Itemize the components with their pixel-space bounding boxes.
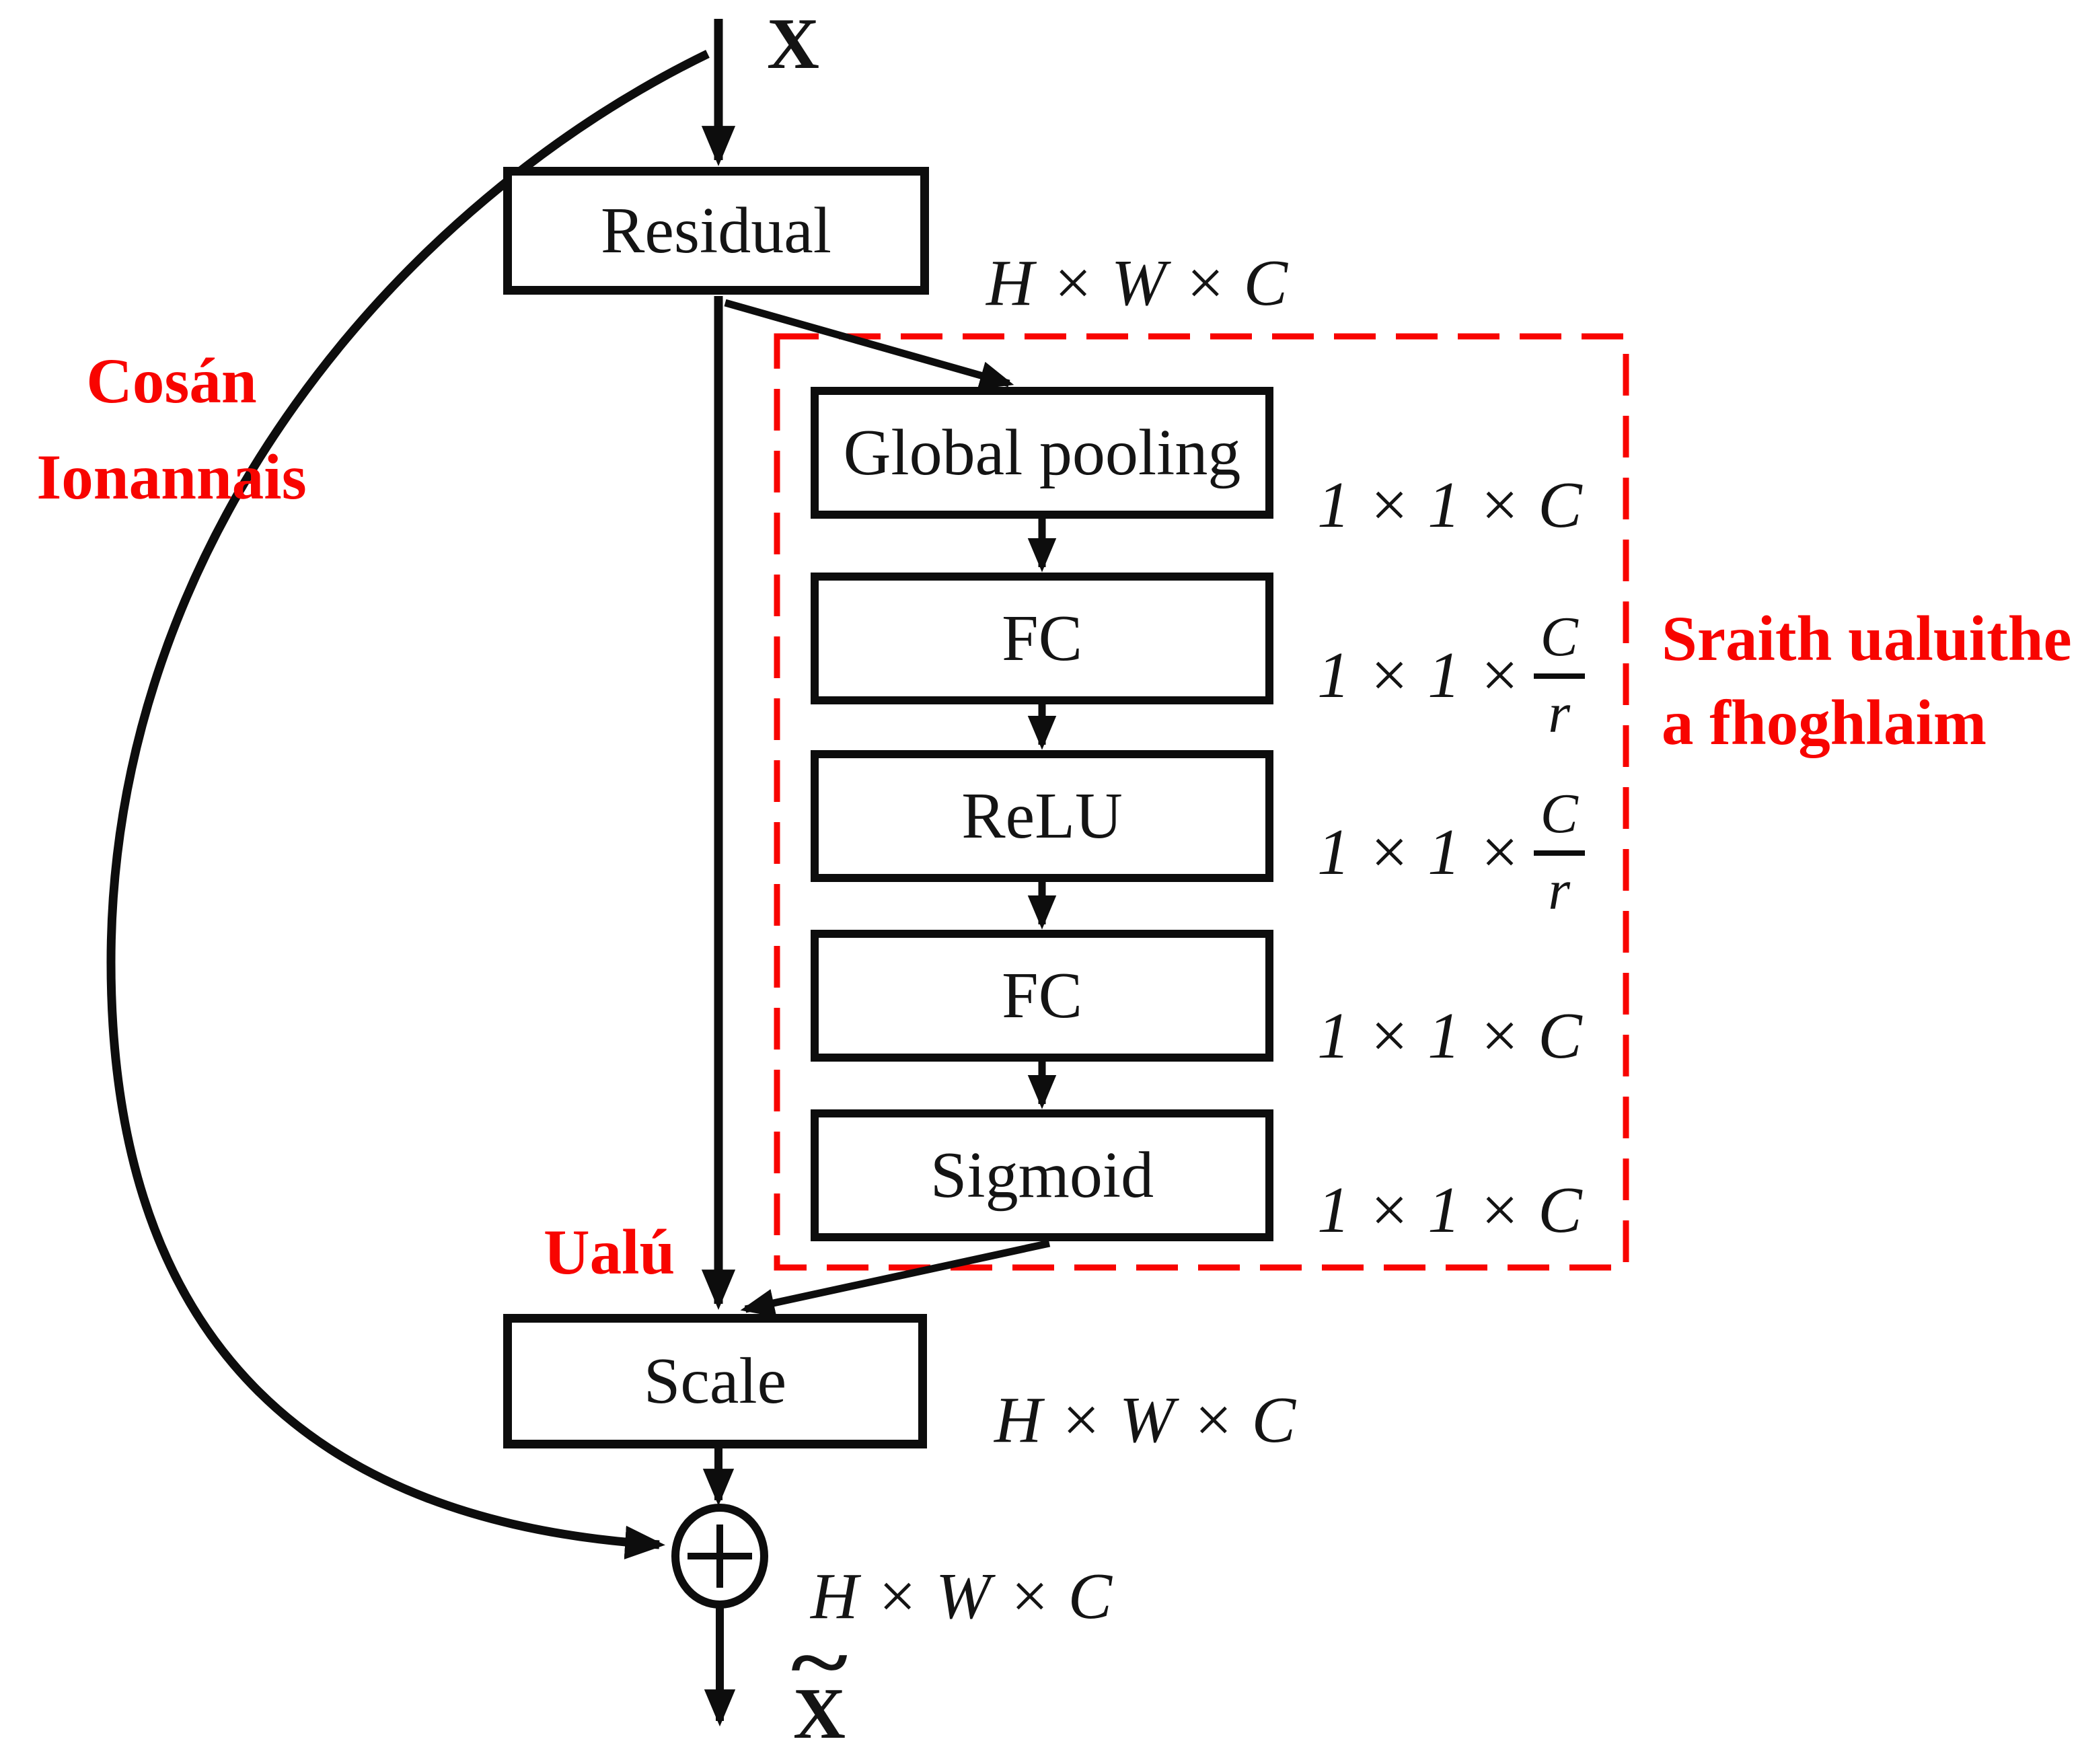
dim-scale-out: H × W × C [994,1384,1296,1457]
sigmoid-to-scale-arrow [740,1239,1051,1317]
global-pooling-label: Global pooling [843,416,1241,489]
plus-icon [688,1524,752,1588]
global-pooling-box: Global pooling [811,387,1273,519]
identity-path-annotation: Cosán Ionannais [27,333,316,525]
fc1-box: FC [811,573,1273,704]
sigmoid-label: Sigmoid [930,1139,1154,1212]
dim-relu-out: 1 × 1 × C r [1317,786,1585,919]
dim-relu-prefix: 1 × 1 × [1317,815,1522,889]
dim-sum-out: H × W × C [811,1560,1113,1633]
learned-weights-boundary [774,333,1629,1271]
dim-fc2-out: 1 × 1 × C [1317,1000,1582,1072]
identity-path-line2: Ionannais [36,441,307,513]
output-base: X [793,1673,846,1754]
dim-sigmoid-out: 1 × 1 × C [1317,1174,1582,1247]
output-tensor-label: ~ X [779,1622,860,1754]
dim-relu-fraction: C r [1533,786,1585,922]
residual-to-pooling-arrow [724,299,1014,390]
scale-label: Scale [643,1345,787,1418]
dim-residual-out: H × W × C [986,247,1288,320]
fraction-numerator: C [1533,786,1585,856]
dim-fc1-fraction: C r [1533,609,1585,745]
residual-box: Residual [503,167,929,295]
input-tensor-label: X [767,4,819,84]
fc2-box: FC [811,930,1273,1062]
identity-path-line1: Cosán [86,345,257,416]
dim-pooling-out: 1 × 1 × C [1317,469,1582,542]
dim-fc1-prefix: 1 × 1 × [1317,638,1522,712]
learned-weights-annotation: Sraith ualuithe a fhoghlaim [1662,597,2072,766]
weighting-annotation: Ualú [544,1216,675,1288]
identity-curve [106,50,710,1559]
fc2-label: FC [1002,959,1082,1032]
relu-label: ReLU [961,780,1123,852]
fraction-denominator: r [1548,859,1571,922]
scale-box: Scale [503,1314,927,1448]
fraction-numerator: C [1533,609,1585,679]
learned-weights-line1: Sraith ualuithe [1662,603,2072,674]
dim-fc1-out: 1 × 1 × C r [1317,609,1585,742]
tilde-accent: ~ [790,1617,848,1707]
sigmoid-box: Sigmoid [811,1109,1273,1241]
relu-box: ReLU [811,750,1273,882]
fc1-label: FC [1002,602,1082,675]
learned-weights-line2: a fhoghlaim [1662,687,1987,759]
residual-label: Residual [601,194,831,267]
fraction-denominator: r [1548,682,1571,745]
